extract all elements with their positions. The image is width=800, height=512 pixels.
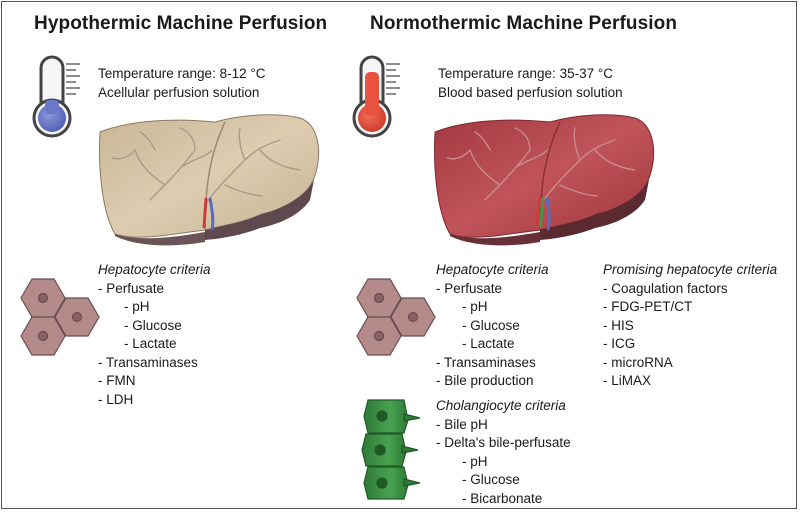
list-item: - Glucose	[124, 317, 182, 333]
list-item: - pH	[462, 453, 488, 469]
list-item: - Glucose	[462, 317, 520, 333]
list-item: - Lactate	[124, 336, 177, 351]
list-item: - Transaminases	[436, 354, 536, 370]
list-item: - LiMAX	[603, 373, 652, 388]
hmp-info: Temperature range: 8-12 °C Acellular per…	[98, 64, 265, 102]
list-item: - Transaminases	[98, 354, 198, 370]
list-item: - Lactate	[462, 336, 515, 351]
list-item: - Perfusate	[436, 280, 503, 296]
nmp-temperature: Temperature range: 35-37 °C	[438, 66, 613, 81]
nmp-hepatocyte-title: Hepatocyte criteria	[436, 262, 549, 277]
list-item: - Glucose	[462, 472, 520, 487]
hmp-solution: Acellular perfusion solution	[98, 85, 260, 100]
list-item: - microRNA	[603, 354, 673, 370]
list-item: - Bicarbonate	[462, 490, 543, 506]
thermometer-warm-icon	[352, 55, 400, 138]
list-item: - HIS	[603, 317, 634, 333]
list-item: - Bile production	[436, 373, 534, 388]
cholangiocyte-criteria: Cholangiocyte criteria - Bile pH - Delta…	[436, 397, 571, 508]
hepatocyte-cells-left-icon	[20, 278, 100, 356]
promising-criteria-title: Promising hepatocyte criteria	[603, 262, 778, 277]
nmp-title: Normothermic Machine Perfusion	[370, 13, 678, 34]
list-item: - LDH	[98, 391, 134, 407]
hmp-temperature: Temperature range: 8-12 °C	[98, 66, 266, 81]
hmp-hepatocyte-criteria: Hepatocyte criteria - Perfusate - pH - G…	[98, 261, 211, 409]
hepatocyte-cells-right-icon	[356, 278, 436, 356]
nmp-hepatocyte-criteria: Hepatocyte criteria - Perfusate - pH - G…	[436, 261, 549, 391]
cholangiocyte-cells-icon	[361, 399, 421, 500]
nmp-info: Temperature range: 35-37 °C Blood based …	[438, 64, 623, 102]
list-item: - Perfusate	[98, 280, 165, 296]
list-item: - Bile pH	[436, 416, 488, 432]
thermometer-cold-icon	[32, 55, 80, 138]
nmp-solution: Blood based perfusion solution	[438, 85, 623, 100]
list-item: - Coagulation factors	[603, 280, 728, 296]
hmp-title: Hypothermic Machine Perfusion	[34, 13, 328, 34]
promising-hepatocyte-criteria: Promising hepatocyte criteria - Coagulat…	[603, 261, 777, 391]
list-item: - pH	[124, 299, 150, 314]
list-item: - ICG	[603, 336, 636, 351]
list-item: - pH	[462, 299, 488, 314]
liver-cold-illustration	[99, 114, 320, 246]
cholangiocyte-criteria-title: Cholangiocyte criteria	[436, 398, 566, 413]
list-item: - Delta's bile-perfusate	[436, 435, 571, 450]
hmp-criteria-title: Hepatocyte criteria	[98, 262, 211, 277]
list-item: - FMN	[98, 373, 136, 388]
liver-warm-illustration	[434, 114, 655, 246]
list-item: - FDG-PET/CT	[603, 299, 693, 314]
